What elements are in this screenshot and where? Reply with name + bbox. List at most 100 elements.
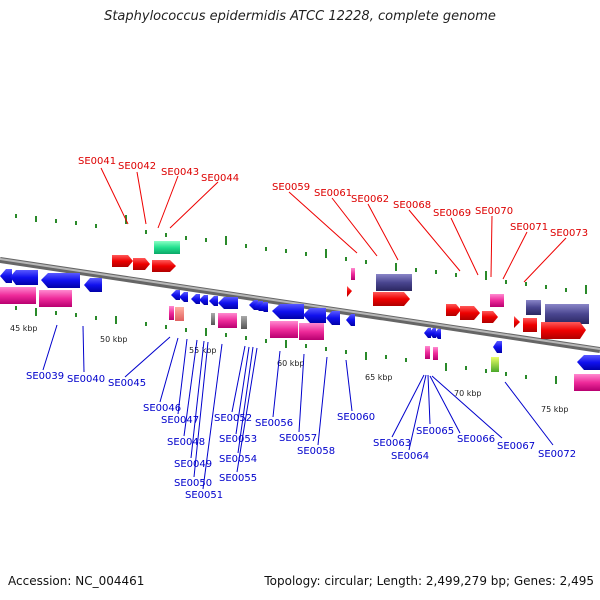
gene-arrow xyxy=(171,290,180,300)
gene-arrow xyxy=(218,297,238,309)
gene-label: SE0042 xyxy=(118,161,156,172)
gene-arrow xyxy=(0,269,12,283)
gene-label: SE0049 xyxy=(174,459,212,470)
gene-arrow xyxy=(191,294,200,304)
gene-arrow xyxy=(152,260,176,272)
rna-feature xyxy=(218,313,237,328)
rna-feature xyxy=(270,321,298,338)
gene-label: SE0051 xyxy=(185,490,223,501)
rna-feature xyxy=(376,274,412,291)
gene-label: SE0047 xyxy=(161,415,199,426)
gene-label: SE0064 xyxy=(391,451,429,462)
rna-feature xyxy=(0,287,36,304)
gene-label: SE0043 xyxy=(161,167,199,178)
gene-label: SE0072 xyxy=(538,449,576,460)
rna-feature xyxy=(526,300,541,315)
gene-label: SE0044 xyxy=(201,173,239,184)
gene-label: SE0063 xyxy=(373,438,411,449)
forward-gene-labels: SE0041 SE0042 SE0043 SE0044 SE0059 SE006… xyxy=(78,156,588,239)
gene-label: SE0073 xyxy=(550,228,588,239)
gene-label: SE0045 xyxy=(108,378,146,389)
gene-label: SE0039 xyxy=(26,371,64,382)
gene-arrow xyxy=(373,292,410,306)
gene-arrow xyxy=(434,329,441,339)
gene-label: SE0067 xyxy=(497,441,535,452)
rna-feature xyxy=(425,346,430,359)
scale-label: 65 kbp xyxy=(365,373,393,382)
reverse-features xyxy=(0,269,600,391)
reverse-gene-labels: SE0039 SE0040 SE0045 SE0046 SE0047 SE004… xyxy=(26,371,576,501)
rna-feature xyxy=(545,304,589,324)
genome-title: Staphylococcus epidermidis ATCC 12228, c… xyxy=(104,9,496,24)
rna-feature xyxy=(299,323,324,340)
gene-arrow xyxy=(259,302,268,312)
forward-leader-lines xyxy=(100,167,567,283)
genome-meta-label: Topology: circular; Length: 2,499,279 bp… xyxy=(264,574,594,588)
gene-arrow xyxy=(446,304,461,316)
gene-label: SE0048 xyxy=(167,437,205,448)
rna-feature xyxy=(574,374,600,391)
forward-scale-ticks xyxy=(15,214,587,294)
gene-arrow xyxy=(346,314,355,326)
gene-label: SE0071 xyxy=(510,222,548,233)
rna-feature xyxy=(491,357,499,372)
gene-label: SE0062 xyxy=(351,194,389,205)
gene-label: SE0059 xyxy=(272,182,310,193)
gene-label: SE0057 xyxy=(279,433,317,444)
gene-arrow xyxy=(303,308,326,323)
gene-arrow xyxy=(482,311,498,323)
gene-label: SE0053 xyxy=(219,434,257,445)
gene-arrow xyxy=(541,322,586,339)
gene-arrow xyxy=(41,273,80,288)
gene-arrow xyxy=(272,304,304,319)
rna-feature xyxy=(175,307,184,321)
gene-label: SE0046 xyxy=(143,403,181,414)
gene-arrow xyxy=(112,255,133,267)
gene-arrow xyxy=(199,295,208,305)
gene-arrow xyxy=(209,296,218,306)
reverse-scale-ticks xyxy=(15,306,557,384)
gene-arrow xyxy=(577,355,600,370)
gene-arrow xyxy=(460,306,480,320)
gene-label: SE0070 xyxy=(475,206,513,217)
rna-feature xyxy=(154,241,180,254)
gene-arrow xyxy=(493,341,502,353)
accession-label: Accession: NC_004461 xyxy=(8,574,145,588)
gene-label: SE0065 xyxy=(416,426,454,437)
gene-label: SE0040 xyxy=(67,374,105,385)
forward-features xyxy=(112,241,589,339)
gene-arrow xyxy=(133,258,150,270)
gene-label: SE0054 xyxy=(219,454,257,465)
gene-arrow xyxy=(84,278,102,292)
rna-feature xyxy=(433,347,438,360)
gene-arrow xyxy=(514,316,520,328)
gene-arrow xyxy=(179,292,188,302)
gene-label: SE0056 xyxy=(255,418,293,429)
gene-arrow xyxy=(424,328,431,338)
scale-label: 50 kbp xyxy=(100,335,128,344)
gene-arrow xyxy=(10,270,38,285)
gene-label: SE0061 xyxy=(314,188,352,199)
gene-label: SE0052 xyxy=(214,413,252,424)
scale-label: 60 kbp xyxy=(277,359,305,368)
gene-arrow xyxy=(347,286,352,297)
rna-feature xyxy=(490,294,504,307)
gene-label: SE0060 xyxy=(337,412,375,423)
scale-label: 45 kbp xyxy=(10,324,38,333)
gene-label: SE0055 xyxy=(219,473,257,484)
gene-arrow xyxy=(429,328,436,338)
gene-label: SE0050 xyxy=(174,478,212,489)
gene-arrow xyxy=(523,318,537,332)
scale-label: 75 kbp xyxy=(541,405,569,414)
gene-label: SE0058 xyxy=(297,446,335,457)
rna-feature xyxy=(241,316,247,329)
reverse-leader-lines xyxy=(42,324,554,490)
gene-arrow xyxy=(326,311,340,325)
scale-label: 70 kbp xyxy=(454,389,482,398)
gene-label: SE0041 xyxy=(78,156,116,167)
rna-feature xyxy=(211,313,215,325)
gene-label: SE0069 xyxy=(433,208,471,219)
gene-label: SE0068 xyxy=(393,200,431,211)
rna-feature xyxy=(39,290,72,307)
rna-feature xyxy=(351,268,355,280)
